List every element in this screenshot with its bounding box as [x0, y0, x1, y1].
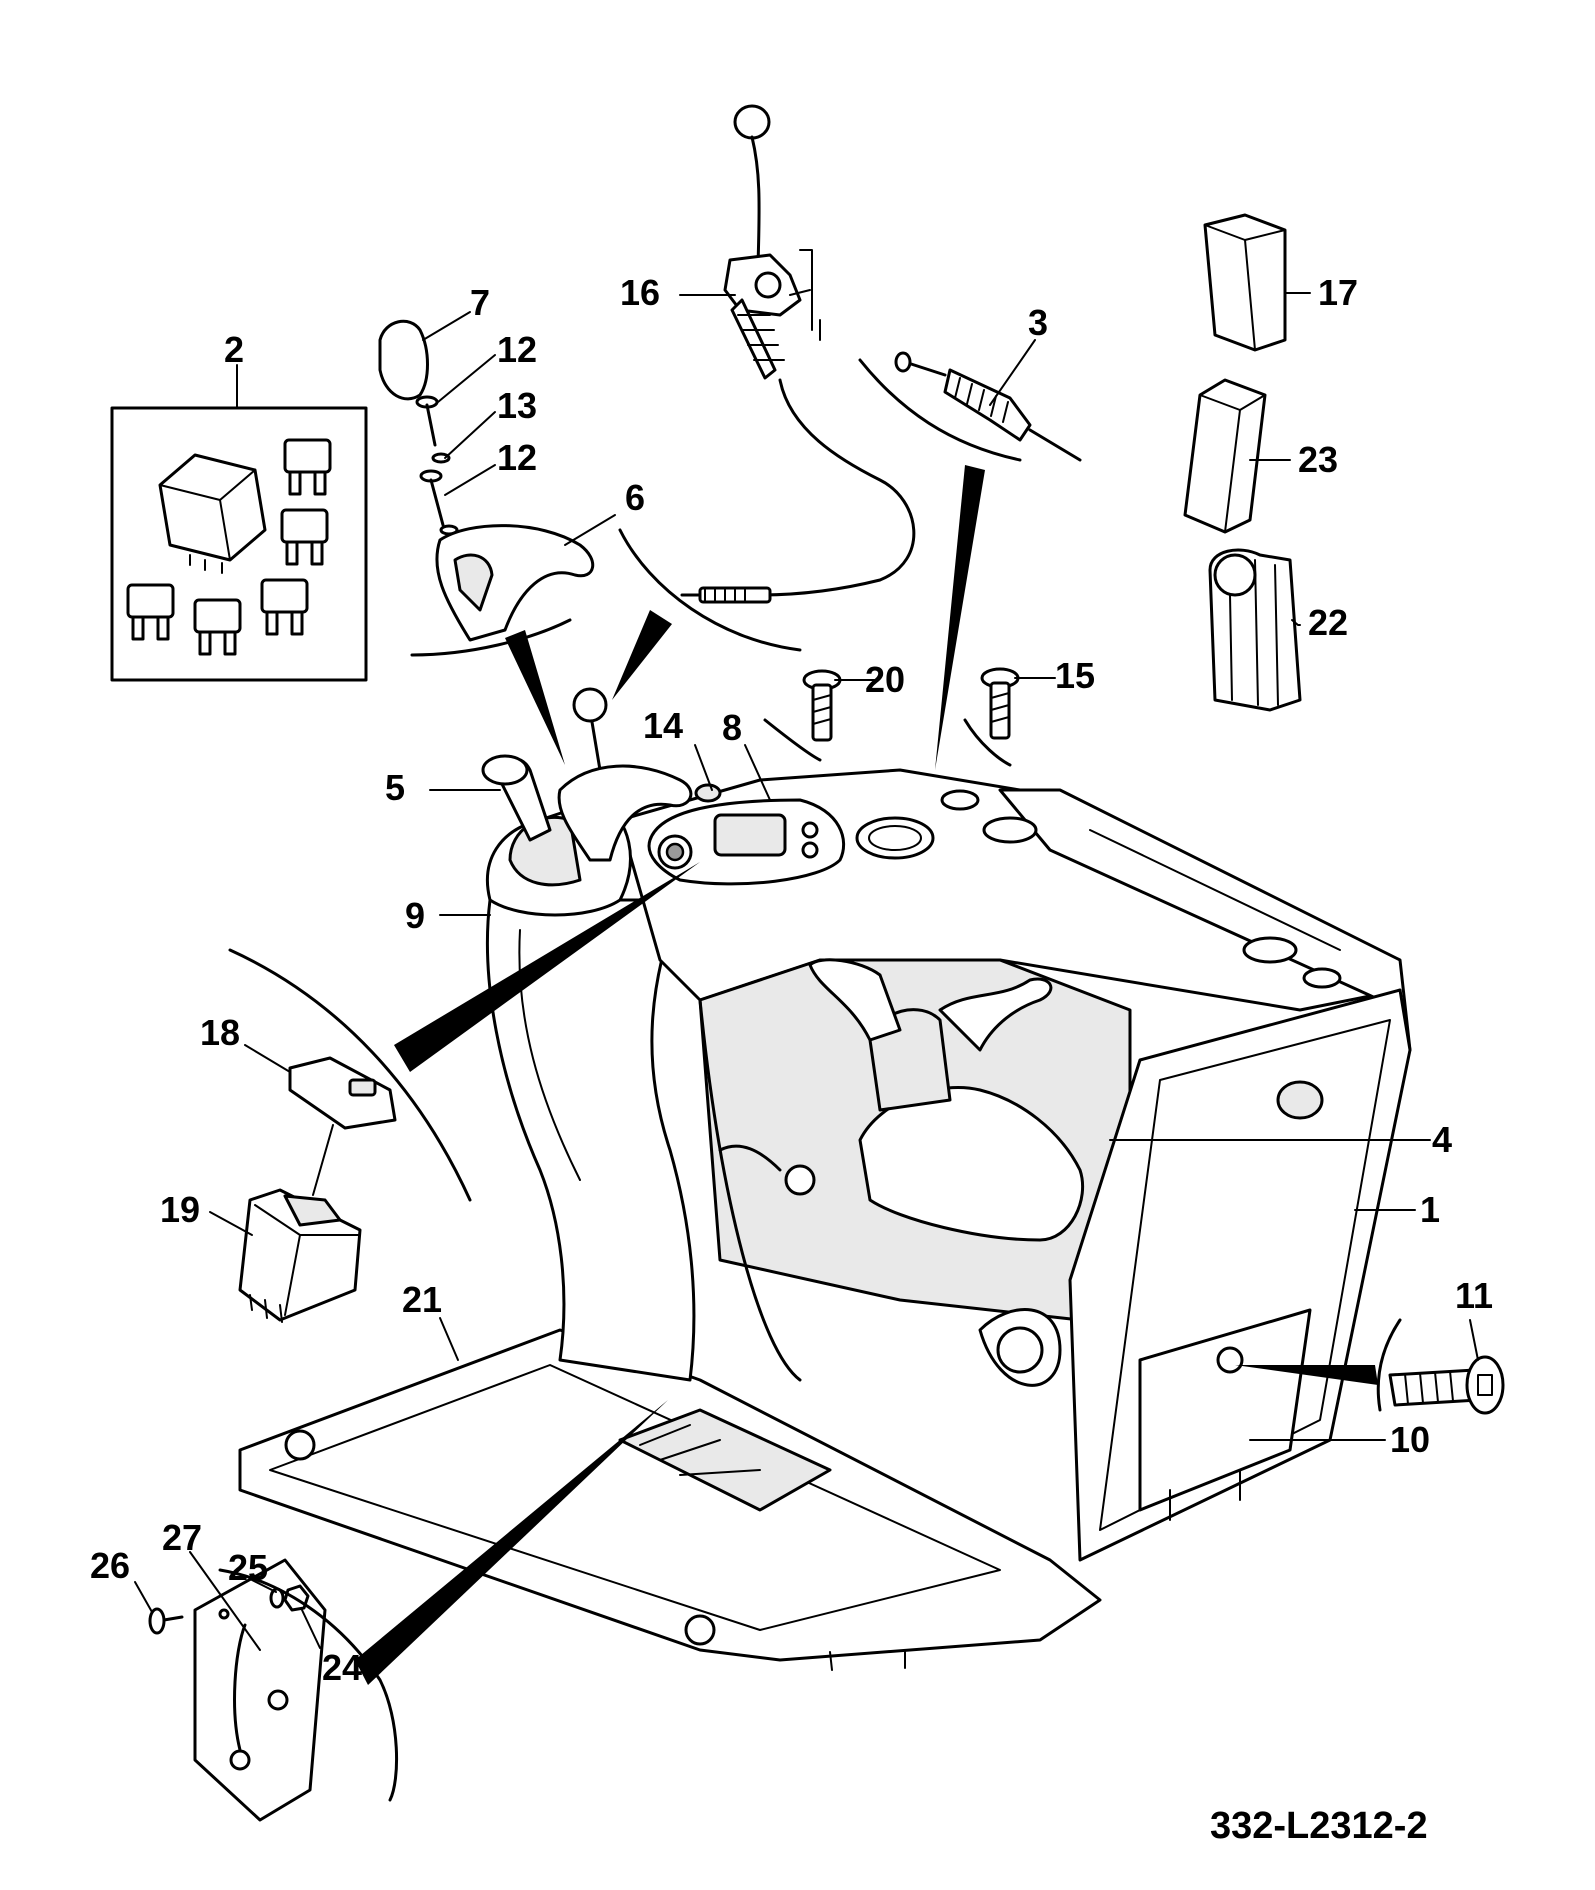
callout-17: 17 — [1318, 272, 1358, 313]
callout-5: 5 — [385, 767, 405, 808]
callout-8: 8 — [722, 707, 742, 748]
callout-14: 14 — [643, 705, 683, 746]
callout-26: 26 — [90, 1545, 130, 1586]
armrest-installed — [557, 764, 693, 862]
callout-22: 22 — [1308, 602, 1348, 643]
leader-wedges — [355, 465, 1378, 1685]
callout-labels: 2 7 12 13 12 6 16 3 17 23 22 20 15 14 8 … — [90, 272, 1493, 1688]
callout-4: 4 — [1432, 1119, 1452, 1160]
console-body — [485, 768, 1412, 1562]
lever-knob-part-7 — [378, 319, 429, 401]
screw-part-15 — [980, 667, 1020, 740]
callout-15: 15 — [1055, 655, 1095, 696]
floor-plate-part-21 — [238, 1328, 1102, 1671]
hand-throttle-part-16 — [680, 104, 916, 604]
rocker-switch-part-19 — [238, 1124, 362, 1323]
callout-16: 16 — [620, 272, 660, 313]
instrument-panel-part-8 — [647, 783, 1342, 989]
callout-6: 6 — [625, 477, 645, 518]
blade-fuses — [126, 438, 332, 656]
callout-1: 1 — [1420, 1189, 1440, 1230]
callout-2: 2 — [224, 329, 244, 370]
edge-trim-part-22 — [1208, 548, 1302, 712]
callout-25: 25 — [228, 1547, 268, 1588]
cap-part-23 — [1183, 378, 1267, 534]
relay-fuse-kit-part-2 — [110, 406, 368, 682]
callout-9: 9 — [405, 895, 425, 936]
callout-21: 21 — [402, 1279, 442, 1320]
leader-lines — [134, 292, 1479, 1651]
screw-part-12 — [415, 395, 459, 536]
callout-23: 23 — [1298, 439, 1338, 480]
screw-part-20 — [802, 669, 842, 742]
throttle-cable-part-3 — [894, 351, 1082, 462]
left-joystick-part-5 — [481, 754, 552, 842]
end-cap-part-17 — [1203, 213, 1287, 352]
bolt-part-11 — [1388, 1355, 1505, 1415]
callout-20: 20 — [865, 659, 905, 700]
callout-27: 27 — [162, 1517, 202, 1558]
switch-cap-part-18 — [288, 1056, 397, 1130]
callout-19: 19 — [160, 1189, 200, 1230]
callout-3: 3 — [1028, 302, 1048, 343]
callout-13: 13 — [497, 385, 537, 426]
armrest-cover-part-6 — [435, 524, 595, 642]
callout-12-lower: 12 — [497, 437, 537, 478]
callout-18: 18 — [200, 1012, 240, 1053]
callout-7: 7 — [470, 282, 490, 323]
bolt-part-26 — [148, 1607, 184, 1635]
pedal-bracket-part-27 — [193, 1558, 327, 1822]
callout-24: 24 — [322, 1647, 362, 1688]
callout-11: 11 — [1455, 1275, 1493, 1316]
callout-10: 10 — [1390, 1419, 1430, 1460]
drawing-reference: 332-L2312-2 — [1210, 1805, 1428, 1847]
callout-12-upper: 12 — [497, 329, 537, 370]
